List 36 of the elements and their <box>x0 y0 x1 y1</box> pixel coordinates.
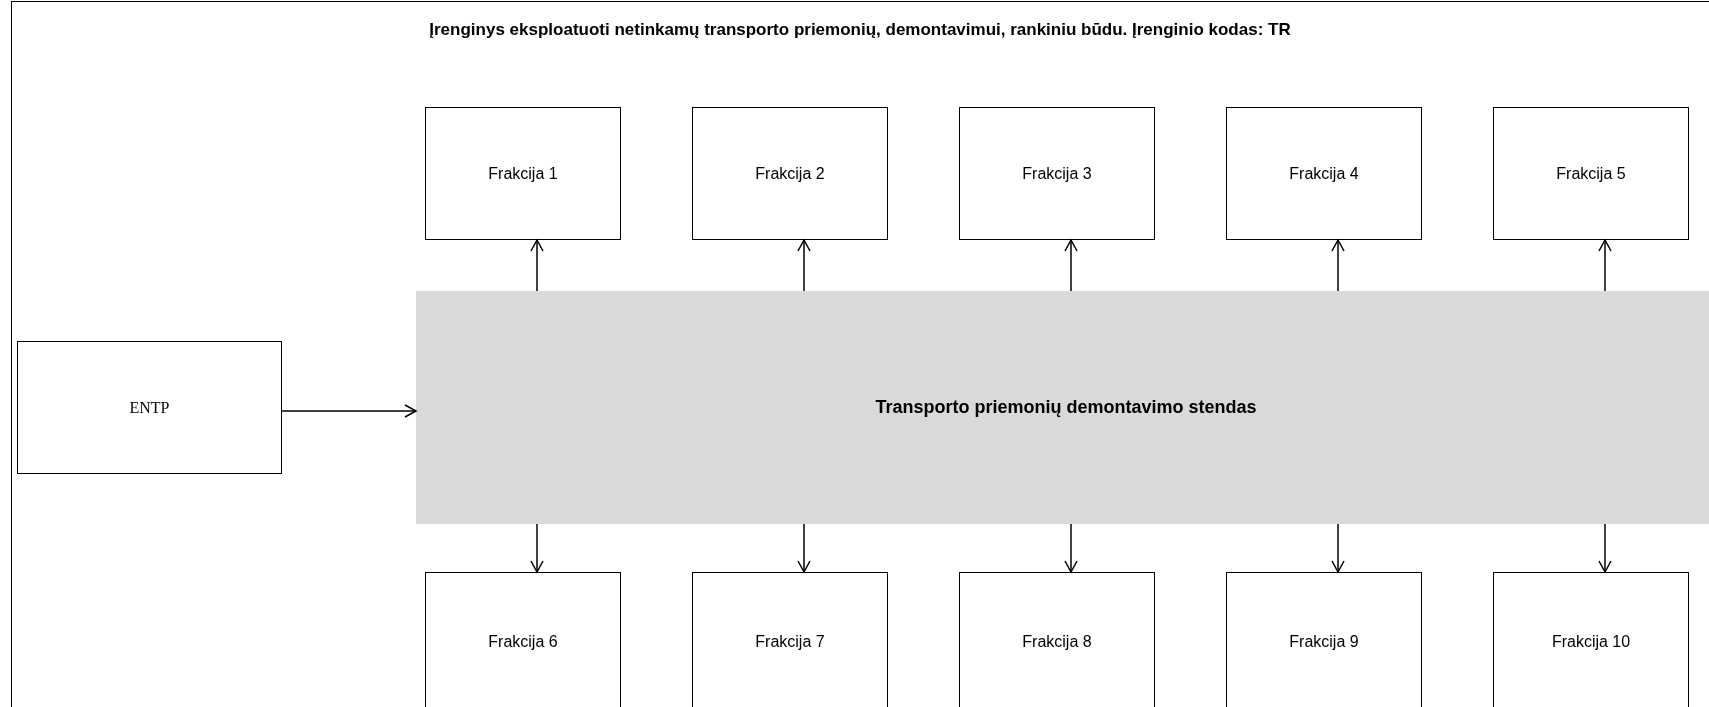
arrow <box>797 523 811 573</box>
arrow <box>530 523 544 573</box>
process-box <box>17 341 282 474</box>
arrow <box>530 239 544 292</box>
node-label: Frakcija 9 <box>1289 633 1359 651</box>
arrow <box>1064 239 1078 292</box>
node-label: Frakcija 1 <box>488 164 558 183</box>
node-label: Frakcija 10 <box>1551 633 1631 651</box>
arrow <box>1064 523 1078 573</box>
node-label: ENTP <box>129 398 170 417</box>
process-box <box>1226 572 1422 707</box>
arrow <box>1331 239 1345 292</box>
node-label: Transporto priemonių demontavimo stendas <box>875 397 1257 418</box>
process-box <box>425 107 621 240</box>
process-box <box>1493 107 1689 240</box>
arrow <box>1598 523 1612 573</box>
arrow <box>797 239 811 292</box>
node-label: Frakcija 2 <box>755 164 825 183</box>
node-label: Frakcija 3 <box>1022 164 1092 183</box>
diagram-title: Įrenginys eksploatuoti netinkamų transporto priemonių, demontavimui, rankiniu būdu. Įrenginio kodas: TR <box>428 20 1292 40</box>
node-label: Frakcija 4 <box>1289 164 1359 183</box>
process-box <box>959 572 1155 707</box>
arrow <box>1331 523 1345 573</box>
process-box <box>1493 572 1689 707</box>
process-box <box>692 107 888 240</box>
node-label: Frakcija 6 <box>488 633 558 651</box>
process-band <box>416 291 1709 524</box>
process-box <box>425 572 621 707</box>
process-box <box>1226 107 1422 240</box>
arrow <box>1598 239 1612 292</box>
process-box <box>692 572 888 707</box>
arrow <box>281 404 417 418</box>
node-label: Frakcija 8 <box>1022 633 1092 651</box>
node-label: Frakcija 5 <box>1556 164 1626 183</box>
node-label: Frakcija 7 <box>755 633 825 651</box>
process-box <box>959 107 1155 240</box>
